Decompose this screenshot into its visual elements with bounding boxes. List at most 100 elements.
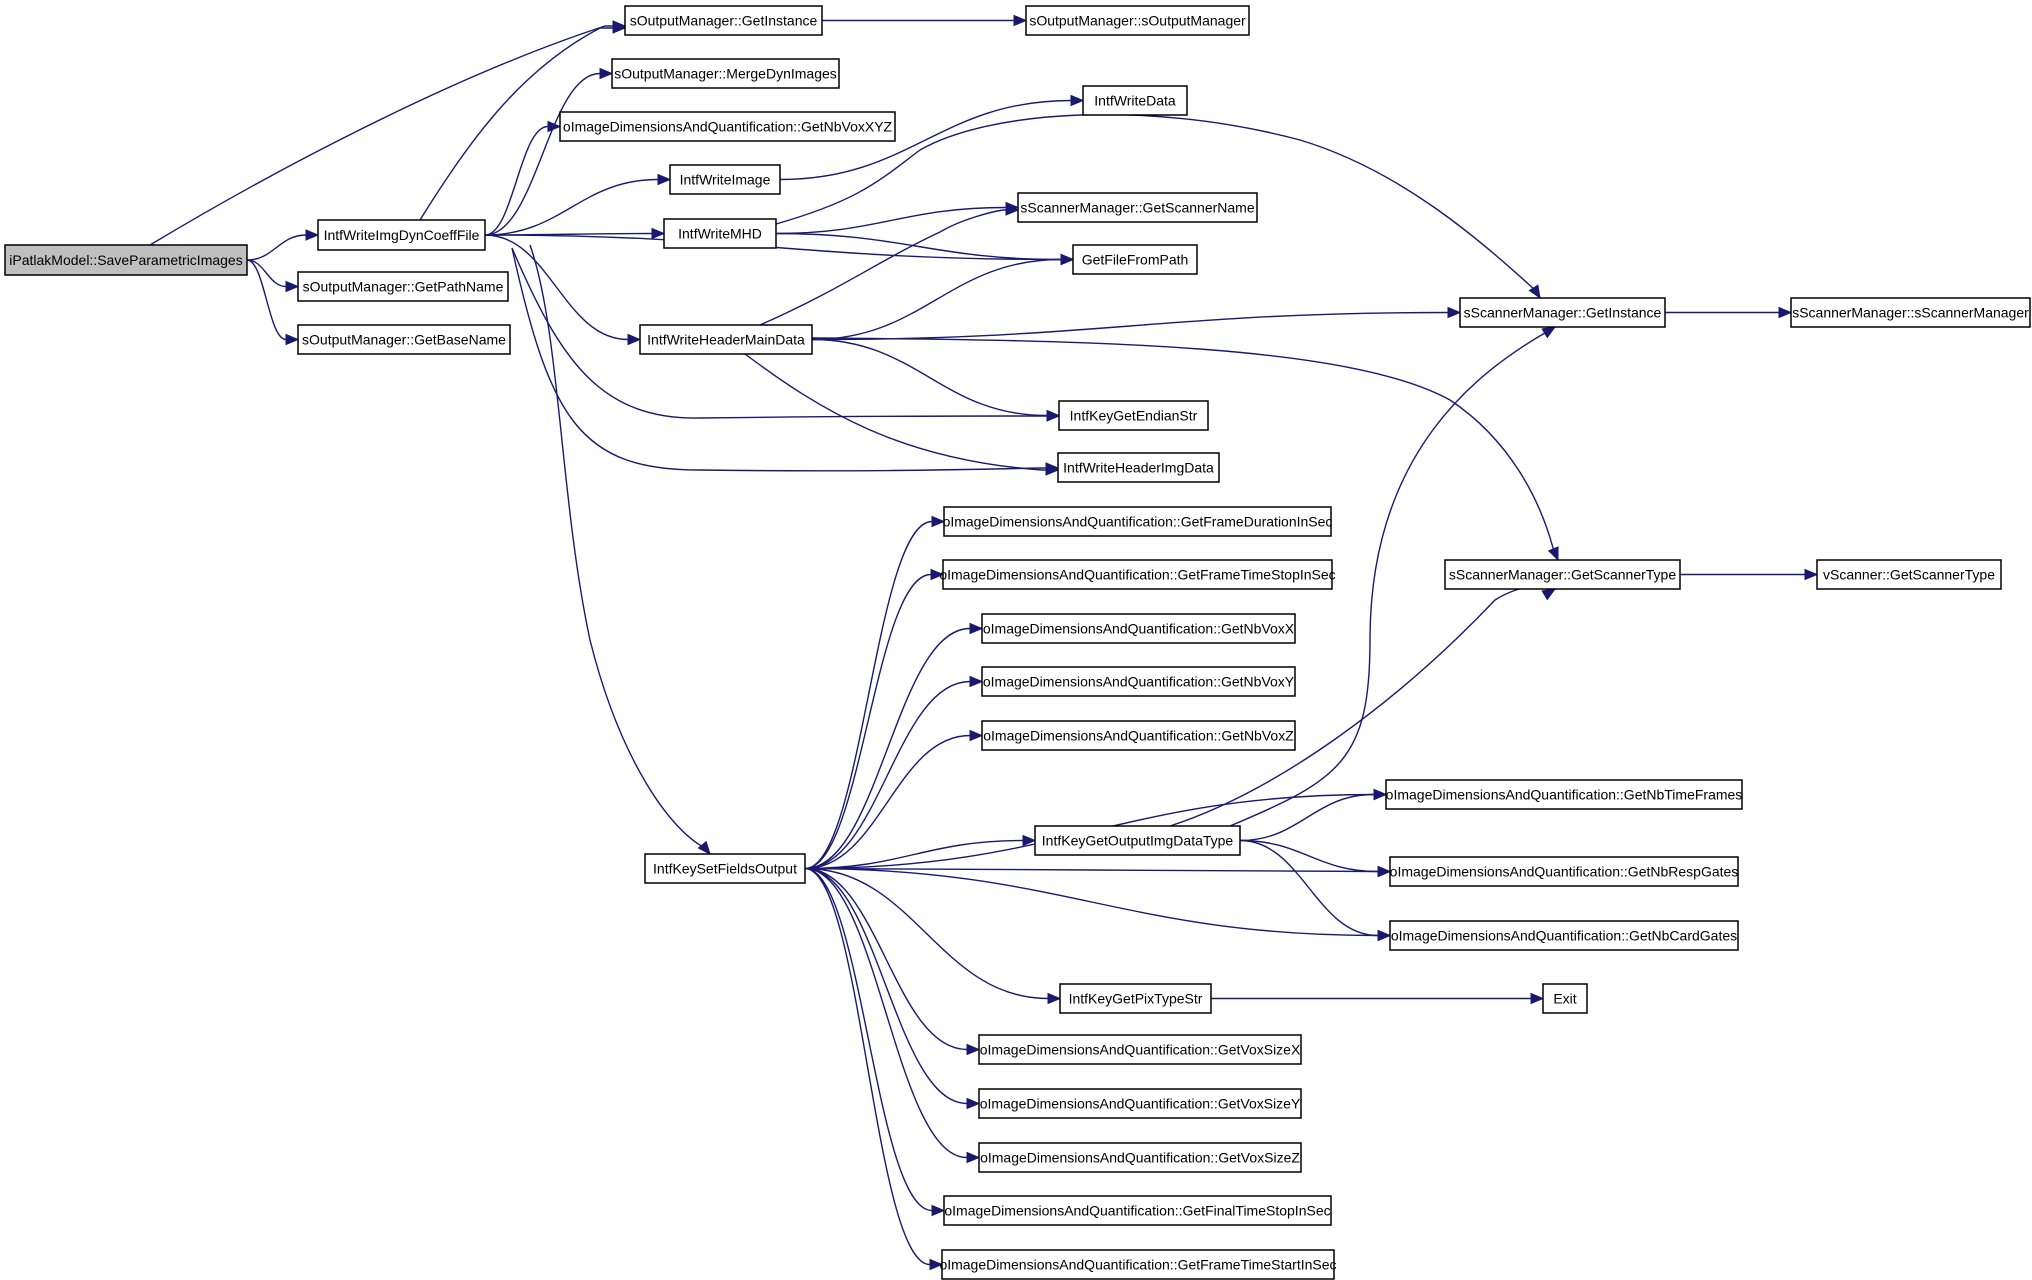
function-node-finalStop[interactable]: oImageDimensionsAndQuantification::GetFi…	[943, 1195, 1332, 1226]
node-box[interactable]	[4, 244, 248, 276]
function-node-writeDyn[interactable]: IntfWriteImgDynCoeffFile	[317, 219, 486, 251]
node-box[interactable]	[1082, 85, 1188, 116]
node-box[interactable]	[1072, 244, 1198, 275]
node-label: IntfKeyGetEndianStr	[1070, 408, 1198, 424]
arrowhead	[1005, 204, 1020, 216]
function-node-writeHdrImg[interactable]: IntfWriteHeaderImgData	[1057, 452, 1220, 483]
node-box[interactable]	[611, 58, 840, 89]
function-node-nbResp[interactable]: oImageDimensionsAndQuantification::GetNb…	[1389, 856, 1739, 887]
node-box[interactable]	[1389, 856, 1739, 887]
node-box[interactable]	[297, 324, 511, 355]
call-edge-writeHdrMain-to-writeHdrImg	[744, 353, 1058, 471]
node-box[interactable]	[639, 324, 813, 355]
node-box[interactable]	[978, 1142, 1302, 1173]
function-node-omGetPath[interactable]: sOutputManager::GetPathName	[297, 271, 509, 302]
function-node-voxZ[interactable]: oImageDimensionsAndQuantification::GetVo…	[978, 1142, 1302, 1173]
node-box[interactable]	[1459, 297, 1666, 328]
arrowhead	[1013, 14, 1028, 27]
node-box[interactable]	[942, 559, 1333, 590]
node-box[interactable]	[1017, 192, 1258, 223]
function-node-omGetBase[interactable]: sOutputManager::GetBaseName	[297, 324, 511, 355]
function-node-nbCard[interactable]: oImageDimensionsAndQuantification::GetNb…	[1389, 920, 1739, 951]
arrowhead	[969, 675, 984, 688]
function-node-nbVoxZ[interactable]: oImageDimensionsAndQuantification::GetNb…	[981, 720, 1296, 751]
node-label: sScannerManager::GetScannerType	[1449, 567, 1676, 583]
node-label: oImageDimensionsAndQuantification::GetNb…	[983, 621, 1295, 637]
function-node-writeData[interactable]: IntfWriteData	[1082, 85, 1188, 116]
function-node-frameStart[interactable]: oImageDimensionsAndQuantification::GetFr…	[939, 1249, 1337, 1280]
node-box[interactable]	[1385, 779, 1743, 810]
call-edge-writeDyn-to-endian	[511, 247, 1059, 419]
arrowhead	[1377, 865, 1392, 878]
node-label: sOutputManager::sOutputManager	[1029, 13, 1246, 29]
call-edge-setFields-to-finalStop	[804, 867, 933, 1212]
call-edge-setFields-to-voxZ	[804, 867, 968, 1159]
call-edge-writeHdrMain-to-smGetType	[811, 337, 1559, 561]
function-node-omGetInst[interactable]: sOutputManager::GetInstance	[624, 5, 823, 36]
function-node-frameDur[interactable]: oImageDimensionsAndQuantification::GetFr…	[943, 506, 1333, 537]
node-box[interactable]	[1790, 297, 2031, 328]
node-box[interactable]	[1058, 400, 1209, 431]
function-node-writeMHD[interactable]: IntfWriteMHD	[663, 218, 777, 249]
node-box[interactable]	[559, 111, 896, 142]
function-node-pixType[interactable]: IntfKeyGetPixTypeStr	[1059, 983, 1212, 1014]
node-box[interactable]	[981, 720, 1296, 751]
node-box[interactable]	[981, 666, 1296, 697]
function-node-setFields[interactable]: IntfKeySetFieldsOutput	[644, 853, 806, 884]
call-edge-setFields-to-voxX	[804, 867, 968, 1051]
node-box[interactable]	[1034, 825, 1241, 856]
function-node-outType[interactable]: IntfKeyGetOutputImgDataType	[1034, 825, 1241, 856]
function-node-vScanType[interactable]: vScanner::GetScannerType	[1816, 559, 2002, 590]
node-box[interactable]	[663, 218, 777, 249]
function-node-nbVoxXYZ[interactable]: oImageDimensionsAndQuantification::GetNb…	[559, 111, 896, 142]
arrowhead	[285, 280, 300, 293]
node-box[interactable]	[1389, 920, 1739, 951]
function-node-smGetInst[interactable]: sScannerManager::GetInstance	[1459, 297, 1666, 328]
node-box[interactable]	[981, 613, 1296, 644]
function-node-voxY[interactable]: oImageDimensionsAndQuantification::GetVo…	[978, 1088, 1302, 1119]
node-box[interactable]	[644, 853, 806, 884]
arrowhead	[930, 568, 945, 581]
function-node-voxX[interactable]: oImageDimensionsAndQuantification::GetVo…	[978, 1034, 1302, 1065]
function-node-endian[interactable]: IntfKeyGetEndianStr	[1058, 400, 1209, 431]
node-box[interactable]	[669, 164, 781, 195]
node-box[interactable]	[1025, 5, 1250, 36]
function-node-smGetName[interactable]: sScannerManager::GetScannerName	[1017, 192, 1258, 223]
function-node-nbVoxY[interactable]: oImageDimensionsAndQuantification::GetNb…	[981, 666, 1296, 697]
function-node-nbVoxX[interactable]: oImageDimensionsAndQuantification::GetNb…	[981, 613, 1296, 644]
node-label: sScannerManager::sScannerManager	[1792, 305, 2029, 321]
function-node-root[interactable]: iPatlakModel::SaveParametricImages	[4, 244, 248, 276]
node-box[interactable]	[943, 506, 1332, 537]
function-node-smCtor[interactable]: sScannerManager::sScannerManager	[1790, 297, 2031, 328]
node-label: sOutputManager::GetInstance	[630, 13, 818, 29]
node-box[interactable]	[1057, 452, 1220, 483]
node-label: IntfWriteHeaderMainData	[647, 332, 805, 348]
node-label: oImageDimensionsAndQuantification::GetVo…	[980, 1096, 1301, 1112]
node-box[interactable]	[1059, 983, 1212, 1014]
call-edge-writeHdrMain-to-smGetInst	[811, 311, 1449, 341]
arrowhead	[1046, 409, 1061, 422]
node-box[interactable]	[1444, 559, 1681, 590]
call-edge-writeDyn-to-omMerge	[484, 72, 601, 236]
node-box[interactable]	[1542, 983, 1588, 1014]
function-node-writeHdrMain[interactable]: IntfWriteHeaderMainData	[639, 324, 813, 355]
function-node-nbTimeFrames[interactable]: oImageDimensionsAndQuantification::GetNb…	[1385, 779, 1743, 810]
node-box[interactable]	[978, 1088, 1302, 1119]
node-box[interactable]	[297, 271, 509, 302]
function-node-frameStop[interactable]: oImageDimensionsAndQuantification::GetFr…	[939, 559, 1336, 590]
function-node-getFile[interactable]: GetFileFromPath	[1072, 244, 1198, 275]
function-node-omMerge[interactable]: sOutputManager::MergeDynImages	[611, 58, 840, 89]
call-edge-setFields-to-nbCard	[804, 867, 1379, 937]
node-box[interactable]	[624, 5, 823, 36]
node-label: IntfKeyGetPixTypeStr	[1069, 991, 1203, 1007]
function-node-smGetType[interactable]: sScannerManager::GetScannerType	[1444, 559, 1681, 590]
node-box[interactable]	[943, 1195, 1332, 1226]
function-node-omCtor[interactable]: sOutputManager::sOutputManager	[1025, 5, 1250, 36]
node-box[interactable]	[941, 1249, 1335, 1280]
node-label: IntfWriteImage	[680, 172, 771, 188]
function-node-writeImage[interactable]: IntfWriteImage	[669, 164, 781, 195]
node-box[interactable]	[978, 1034, 1302, 1065]
node-box[interactable]	[317, 219, 486, 251]
function-node-exit[interactable]: Exit	[1542, 983, 1588, 1014]
node-box[interactable]	[1816, 559, 2002, 590]
